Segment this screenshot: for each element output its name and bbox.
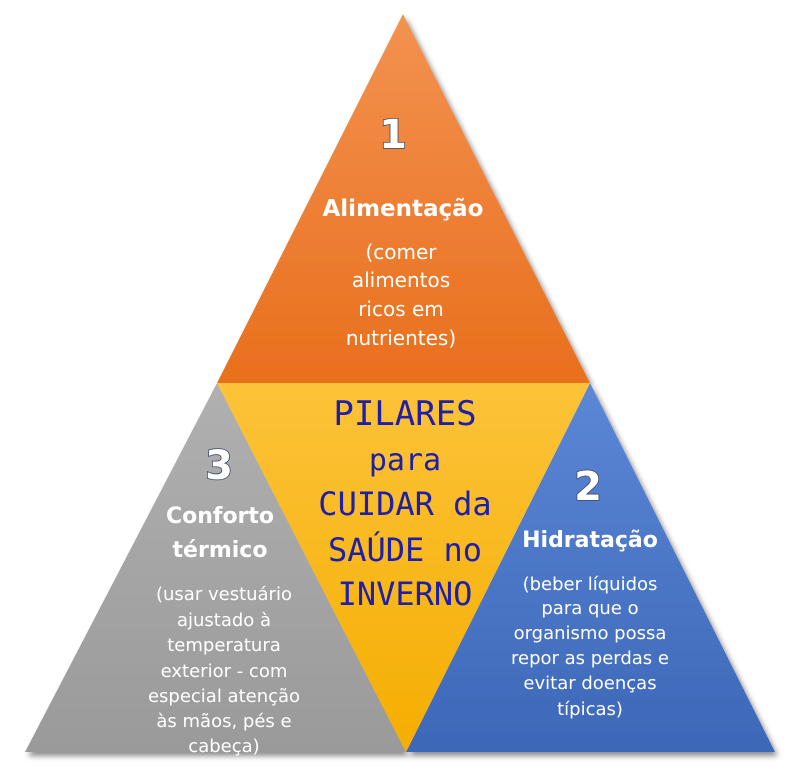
pillar-2-triangle: [406, 383, 775, 752]
pillar-2-number: 2: [574, 464, 602, 510]
pillar-1-desc-line: nutrientes): [346, 326, 456, 350]
pillar-3-desc-line: ajustado à: [177, 610, 271, 631]
pillar-3-desc-line: cabeça): [188, 736, 259, 757]
pillar-1-title: Alimentação: [323, 196, 484, 222]
pillar-3-number: 3: [205, 443, 233, 489]
center-title-line: PILARES: [333, 394, 476, 434]
pillar-3-desc-line: exterior - com: [161, 661, 288, 682]
pillar-1-number: 1: [379, 112, 407, 158]
pillar-1-triangle: [217, 14, 590, 383]
pillar-3-desc-line: (usar vestuário: [156, 584, 292, 605]
pillar-3-title-line: térmico: [173, 538, 268, 563]
pillar-2-desc-line: repor as perdas e: [511, 648, 669, 669]
center-title-line: SAÚDE no: [328, 530, 482, 569]
center-triangle: [217, 383, 590, 752]
center-title-line: para: [369, 443, 441, 478]
pillar-3-desc-line: às mãos, pés e: [156, 711, 291, 732]
pillar-3-triangle: [25, 383, 406, 752]
pillar-1-desc-line: (comer: [365, 240, 437, 264]
pillar-2-desc-line: para que o: [541, 598, 638, 619]
center-title-line: INVERNO: [338, 575, 473, 613]
pillar-2-desc-line: (beber líquidos: [523, 574, 658, 595]
pillar-1-desc-line: ricos em: [358, 297, 444, 321]
pillar-2-desc-line: evitar doenças: [523, 673, 656, 694]
pillar-3-desc-line: especial atenção: [148, 686, 300, 707]
pillar-2-desc-line: típicas): [557, 699, 623, 720]
pillar-2-title: Hidratação: [522, 528, 658, 553]
pillar-1-desc-line: alimentos: [352, 268, 450, 292]
center-title-line: CUIDAR da: [318, 485, 491, 523]
pillar-3-desc-line: temperatura: [167, 635, 281, 656]
pillar-2-desc-line: organismo possa: [514, 623, 667, 644]
pillar-3-title-line: Conforto: [166, 504, 274, 529]
